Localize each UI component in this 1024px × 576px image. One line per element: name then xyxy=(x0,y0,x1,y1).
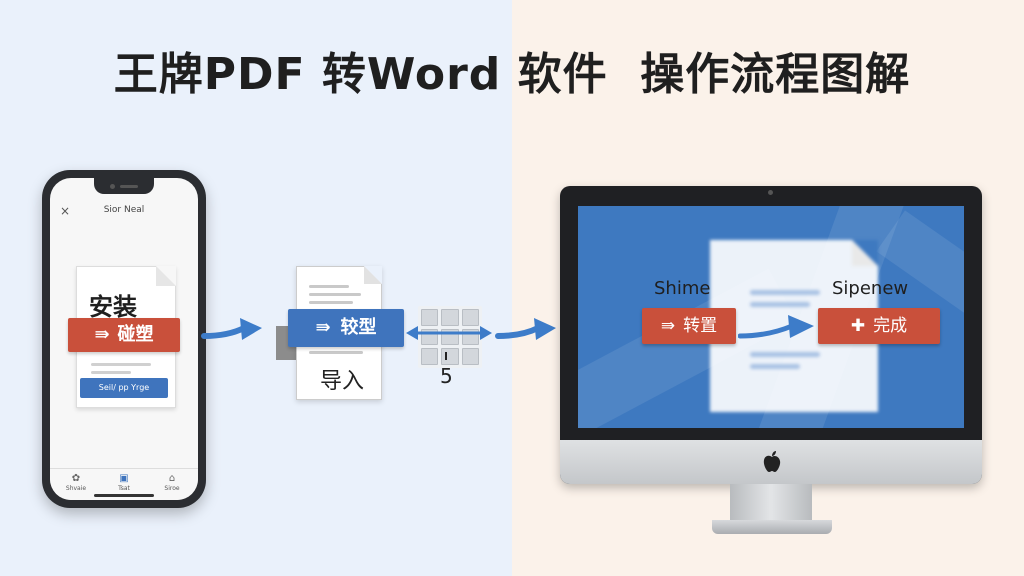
camera-icon xyxy=(110,184,115,189)
page-fold-icon xyxy=(156,266,176,286)
button-label: 转置 xyxy=(683,316,718,336)
store-icon: ⌂ xyxy=(168,473,176,484)
page-fold-icon xyxy=(852,240,878,266)
text-line xyxy=(750,290,820,295)
page-fold-icon xyxy=(364,266,382,284)
text-line xyxy=(750,364,800,369)
tab-item-1[interactable]: ✿ Shvaie xyxy=(56,473,96,492)
monitor-device: Shime Sipenew ⇛ 转置 ✚ 完成 xyxy=(560,186,982,484)
tab-label: Shvaie xyxy=(65,485,87,492)
monitor-stand xyxy=(730,484,812,526)
speaker-icon xyxy=(120,185,138,188)
convert-arrows-icon: ⇛ xyxy=(315,317,331,338)
text-line xyxy=(750,352,820,357)
page-title: 王牌PDF 转Word 软件 操作流程图解 xyxy=(113,49,911,100)
phone-notch xyxy=(94,178,154,194)
text-line xyxy=(91,371,131,374)
middle-convert-button[interactable]: ⇛ 较型 xyxy=(288,309,404,347)
button-label: 完成 xyxy=(873,316,908,336)
phone-device: × Sior Neal 安装 ⇛ 碰塑 Seil/ pp Yrge ✿ Shvai… xyxy=(42,170,206,508)
flow-arrow-icon xyxy=(201,318,262,340)
button-label: 碰塑 xyxy=(117,324,154,345)
tab-item-3[interactable]: ⌂ Siroe xyxy=(152,473,192,492)
monitor-screen: Shime Sipenew ⇛ 转置 ✚ 完成 xyxy=(578,206,964,428)
camera-icon xyxy=(768,190,773,195)
phone-header-title: Sior Neal xyxy=(103,205,145,215)
document-icon: ▣ xyxy=(119,473,129,484)
flow-arrow-icon xyxy=(495,318,556,340)
screen-convert-button[interactable]: ⇛ 转置 xyxy=(642,308,736,344)
phone-select-button[interactable]: Seil/ pp Yrge xyxy=(80,378,168,398)
tab-item-2[interactable]: ▣ Tsat xyxy=(104,473,144,492)
phone-screen: × Sior Neal 安装 ⇛ 碰塑 Seil/ pp Yrge ✿ Shvai… xyxy=(50,178,198,500)
text-line xyxy=(309,293,361,296)
close-icon[interactable]: × xyxy=(60,204,71,218)
grid-number: 5 xyxy=(440,364,453,388)
flow-arrow-icon xyxy=(738,315,814,339)
screen-label-left: Shime xyxy=(654,278,711,299)
plus-icon: ✚ xyxy=(850,316,866,336)
text-line xyxy=(309,351,363,354)
text-line xyxy=(309,285,349,288)
home-indicator xyxy=(94,494,154,497)
screen-done-button[interactable]: ✚ 完成 xyxy=(818,308,940,344)
apple-logo-icon xyxy=(763,451,781,472)
text-line xyxy=(91,363,151,366)
convert-arrows-icon: ⇛ xyxy=(660,316,676,336)
tick-mark xyxy=(445,352,447,360)
screen-label-right: Sipenew xyxy=(832,278,909,299)
phone-convert-button[interactable]: ⇛ 碰塑 xyxy=(68,318,180,352)
text-line xyxy=(309,301,353,304)
flower-icon: ✿ xyxy=(71,473,81,484)
tab-label: Siroe xyxy=(164,485,180,492)
double-arrow-icon xyxy=(406,326,492,340)
text-line xyxy=(750,302,810,307)
convert-arrows-icon: ⇛ xyxy=(94,324,110,345)
import-label: 导入 xyxy=(320,369,365,394)
table-grid-icon xyxy=(418,306,482,368)
button-label: 较型 xyxy=(340,317,377,338)
document-title: 安装 xyxy=(89,293,137,321)
monitor-stand-foot xyxy=(712,520,832,534)
tab-label: Tsat xyxy=(118,485,130,492)
